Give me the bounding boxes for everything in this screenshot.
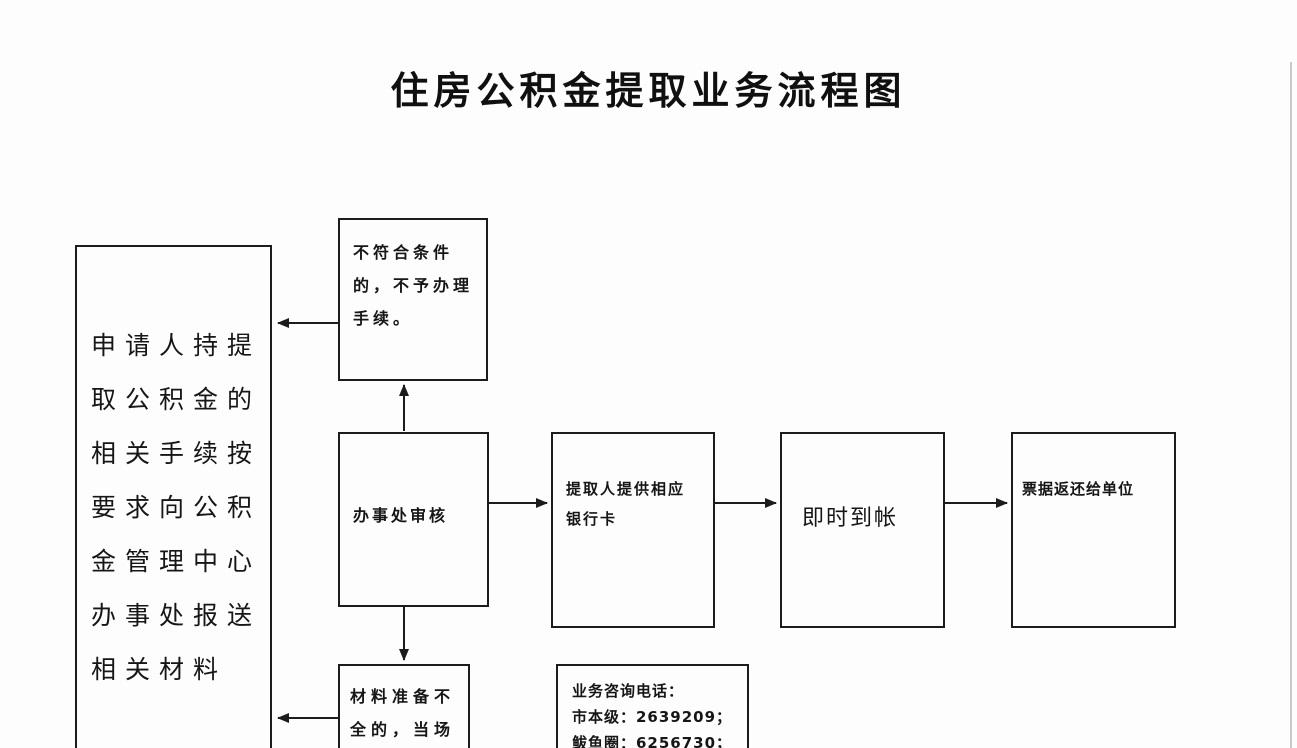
instant-credit-label: 即时到帐: [802, 506, 899, 531]
flow-box-instant-credit: 即时到帐: [780, 432, 945, 628]
flow-box-office-review: 办事处审核: [338, 432, 489, 607]
flow-box-phone-info: 业务咨询电话： 市本级：2639209； 鲅鱼圈：6256730；: [556, 664, 749, 748]
flow-box-reject: 不符合条件 的，不予办理 手续。: [338, 218, 488, 381]
scan-page-edge: [1290, 62, 1292, 748]
flow-box-applicant-materials: 申请人持提 取公积金的 相关手续按 要求向公积 金管理中心 办事处报送 相关材料: [75, 245, 272, 748]
applicant-materials-text: 申请人持提 取公积金的 相关手续按 要求向公积 金管理中心 办事处报送 相关材料: [91, 331, 262, 684]
office-review-label: 办事处审核: [353, 506, 449, 525]
page-title: 住房公积金提取业务流程图: [390, 69, 907, 113]
incomplete-materials-text: 材料准备不 全的，当场 告知补齐材: [350, 687, 456, 739]
flow-box-receipt-return: 票据返还给单位: [1011, 432, 1176, 628]
bank-card-text: 提取人提供相应 银行卡: [566, 480, 686, 528]
flow-box-bank-card: 提取人提供相应 银行卡: [551, 432, 715, 628]
flow-box-incomplete-materials: 材料准备不 全的，当场 告知补齐材: [338, 664, 470, 748]
reject-text: 不符合条件 的，不予办理 手续。: [353, 243, 474, 328]
receipt-return-label: 票据返还给单位: [1022, 480, 1135, 498]
phone-info-text: 业务咨询电话： 市本级：2639209； 鲅鱼圈：6256730；: [572, 682, 733, 748]
